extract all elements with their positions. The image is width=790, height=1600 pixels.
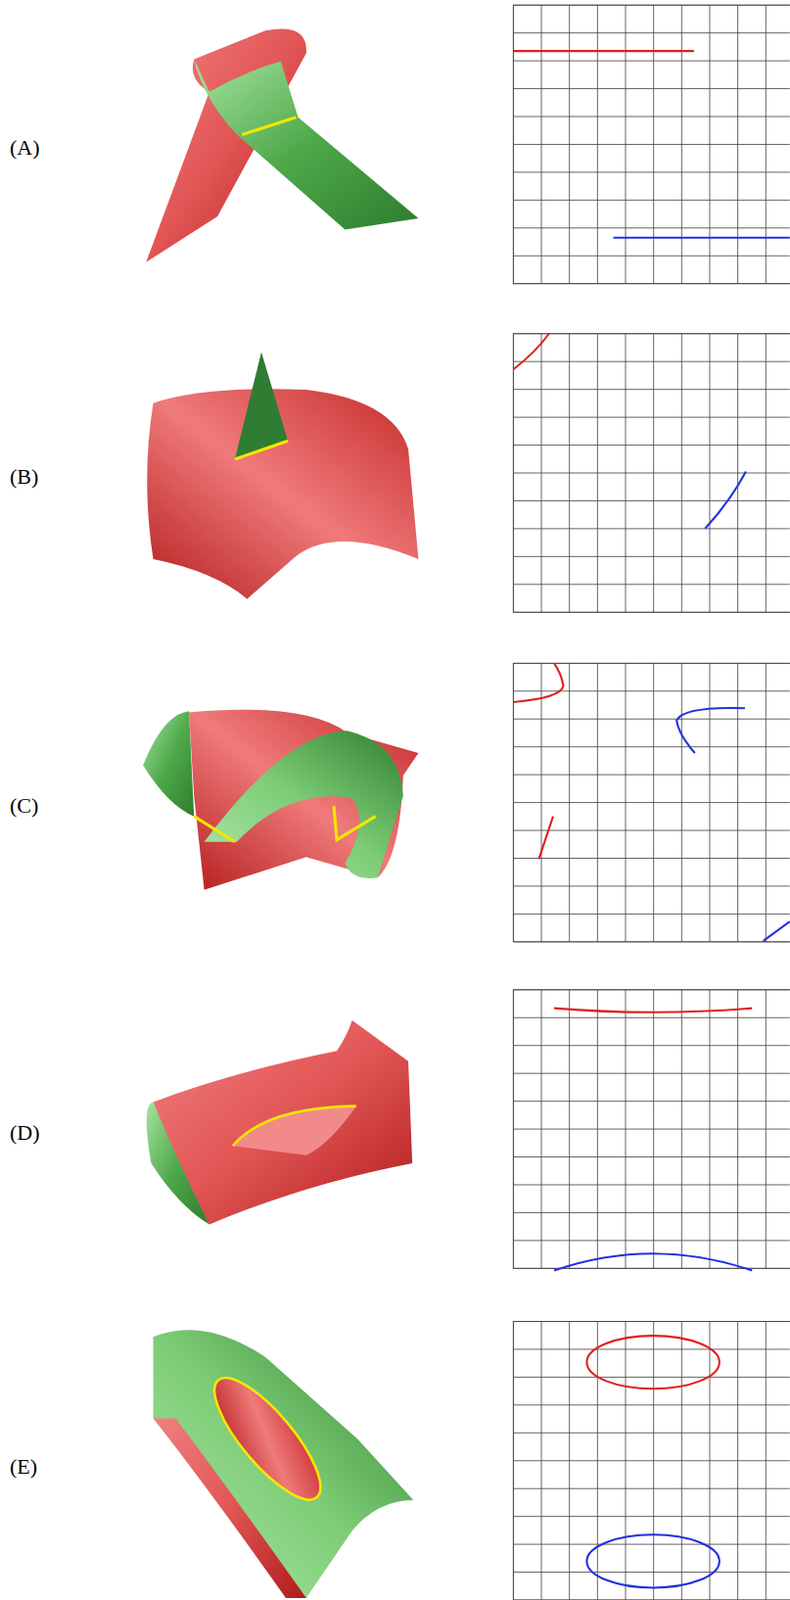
row-label: (B)	[9, 464, 39, 490]
row-label: (C)	[9, 792, 39, 819]
row-label: (D)	[9, 1119, 41, 1146]
row-label: (E)	[9, 1453, 38, 1480]
row-label: (A)	[9, 135, 41, 161]
